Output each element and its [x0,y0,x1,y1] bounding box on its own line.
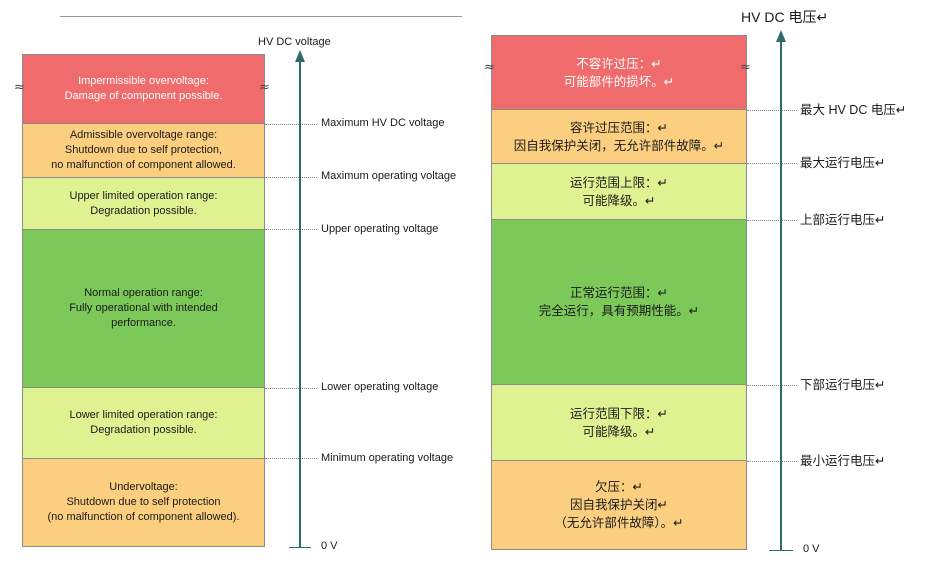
zone-text: 运行范围上限：↵ 可能降级。↵ [570,175,668,208]
level-label-max-operating-cn: 最大运行电压↵ [800,156,886,170]
zone-text: Normal operation range: Fully operationa… [69,287,218,329]
zone-admissible-overvoltage-cn: 容许过压范围：↵ 因自我保护关闭，无允许部件故障。↵ [491,109,747,164]
zone-impermissible-overvoltage: Impermissible overvoltage: Damage of com… [22,54,265,124]
axis-arrow-icon [295,50,305,62]
level-label-min-operating: Minimum operating voltage [321,452,454,464]
zone-text: 不容许过压：↵ 可能部件的损坏。↵ [563,56,675,89]
zone-lower-limited-operation: Lower limited operation range: Degradati… [22,387,265,459]
zone-normal-operation-cn: 正常运行范围：↵ 完全运行，具有预期性能。↵ [491,219,747,385]
level-line [265,458,317,459]
level-line [747,163,797,164]
zone-upper-limited-operation-cn: 运行范围上限：↵ 可能降级。↵ [491,163,747,220]
scale-break-icon: ≈ [259,80,270,95]
level-label-upper-operating: Upper operating voltage [321,223,439,235]
level-label-upper-operating-cn: 上部运行电压↵ [800,213,886,227]
zone-normal-operation: Normal operation range: Fully operationa… [22,229,265,388]
axis-arrow-icon [776,30,786,42]
level-line [265,229,317,230]
level-line [747,385,797,386]
zone-text: Undervoltage: Shutdown due to self prote… [47,481,240,523]
level-line [265,177,317,178]
level-label-lower-operating-cn: 下部运行电压↵ [800,378,886,392]
scale-break-icon: ≈ [14,80,25,95]
scale-break-icon: ≈ [740,60,751,75]
level-label-max-hv-dc: Maximum HV DC voltage [321,117,445,129]
level-label-max-hv-dc-cn: 最大 HV DC 电压↵ [800,103,907,117]
axis-title: HV DC voltage [258,36,331,48]
level-line [265,124,317,125]
voltage-axis [780,40,782,551]
zone-text: 容许过压范围：↵ 因自我保护关闭，无允许部件故障。↵ [513,120,725,153]
zone-text: Impermissible overvoltage: Damage of com… [64,75,223,102]
level-line [747,110,797,111]
zone-text: 正常运行范围：↵ 完全运行，具有预期性能。↵ [538,286,700,318]
top-divider [60,16,462,17]
level-line [747,461,797,462]
voltage-axis [299,60,301,548]
zone-undervoltage: Undervoltage: Shutdown due to self prote… [22,458,265,547]
axis-zero-label: 0 V [321,540,338,552]
zone-text: Admissible overvoltage range: Shutdown d… [51,129,236,171]
level-line [747,220,797,221]
axis-zero-tick [769,550,793,551]
zone-text: Lower limited operation range: Degradati… [69,409,218,436]
scale-break-icon: ≈ [484,60,495,75]
zone-text: 欠压：↵ 因自我保护关闭↵ （无允许部件故障）。↵ [554,480,684,530]
level-label-min-operating-cn: 最小运行电压↵ [800,454,886,468]
zone-text: 运行范围下限：↵ 可能降级。↵ [570,406,668,439]
zone-undervoltage-cn: 欠压：↵ 因自我保护关闭↵ （无允许部件故障）。↵ [491,460,747,550]
axis-zero-tick [289,547,311,548]
axis-zero-label: 0 V [803,543,820,555]
zone-impermissible-overvoltage-cn: 不容许过压：↵ 可能部件的损坏。↵ [491,35,747,110]
axis-title: HV DC 电压↵ [741,9,829,25]
level-label-max-operating: Maximum operating voltage [321,170,457,182]
zone-admissible-overvoltage: Admissible overvoltage range: Shutdown d… [22,123,265,178]
level-label-lower-operating: Lower operating voltage [321,381,439,393]
zone-text: Upper limited operation range: Degradati… [69,189,218,217]
level-line [265,388,317,389]
zone-upper-limited-operation: Upper limited operation range: Degradati… [22,177,265,230]
zone-lower-limited-operation-cn: 运行范围下限：↵ 可能降级。↵ [491,384,747,461]
